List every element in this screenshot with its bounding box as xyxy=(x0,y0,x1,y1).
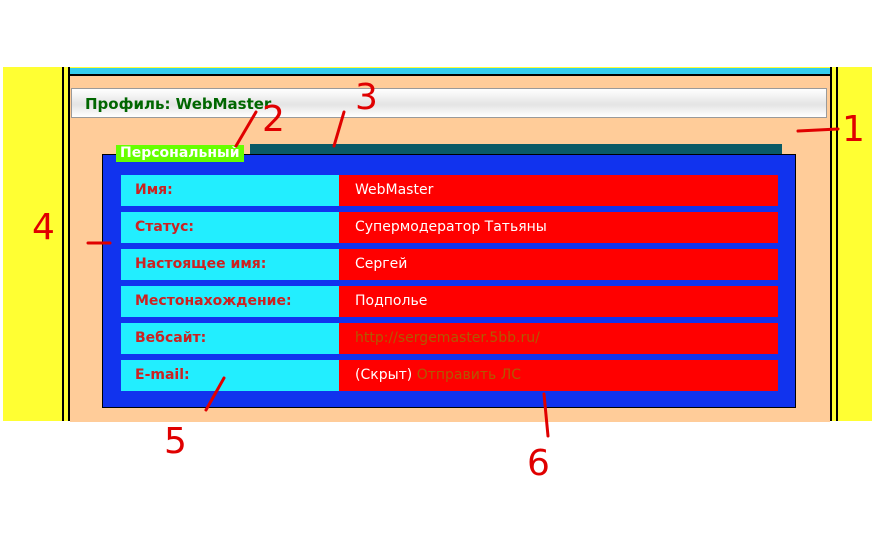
row-label-email: E-mail: xyxy=(121,360,339,391)
annotation-number-4: 4 xyxy=(32,207,55,248)
row-label-name: Имя: xyxy=(121,175,339,206)
row-label-real-name: Настоящее имя: xyxy=(121,249,339,280)
table-row: Вебсайт: http://sergemaster.5bb.ru/ xyxy=(121,323,778,354)
top-bar xyxy=(70,68,830,76)
frame-border-left-inner xyxy=(68,67,70,421)
table-row: E-mail: (Скрыт) Отправить ЛС xyxy=(121,360,778,391)
row-value-email: (Скрыт) Отправить ЛС xyxy=(339,360,778,391)
section-tab-personal: Персональный xyxy=(116,145,244,162)
annotation-number-2: 2 xyxy=(262,99,285,140)
send-pm-link[interactable]: Отправить ЛС xyxy=(416,367,522,383)
annotation-number-1: 1 xyxy=(842,109,865,150)
row-value-status: Супермодератор Татьяны xyxy=(339,212,778,243)
table-row: Настоящее имя: Сергей xyxy=(121,249,778,280)
table-row: Статус: Супермодератор Татьяны xyxy=(121,212,778,243)
page-title: Профиль: WebMaster xyxy=(85,95,272,113)
row-label-status: Статус: xyxy=(121,212,339,243)
email-hidden-text: (Скрыт) xyxy=(355,367,413,383)
row-label-website: Вебсайт: xyxy=(121,323,339,354)
row-value-location: Подполье xyxy=(339,286,778,317)
frame-border-left-outer xyxy=(62,67,64,421)
annotation-number-5: 5 xyxy=(164,421,187,462)
table-row: Имя: WebMaster xyxy=(121,175,778,206)
section-header-strip xyxy=(250,144,782,154)
row-value-real-name: Сергей xyxy=(339,249,778,280)
annotation-number-3: 3 xyxy=(355,77,378,118)
frame-border-right-inner xyxy=(830,67,832,421)
annotation-number-6: 6 xyxy=(527,443,550,484)
frame-border-right-outer xyxy=(836,67,838,421)
table-row: Местонахождение: Подполье xyxy=(121,286,778,317)
profile-header: Профиль: WebMaster xyxy=(71,88,827,118)
row-value-website: http://sergemaster.5bb.ru/ xyxy=(339,323,778,354)
row-label-location: Местонахождение: xyxy=(121,286,339,317)
row-value-name: WebMaster xyxy=(339,175,778,206)
website-link[interactable]: http://sergemaster.5bb.ru/ xyxy=(355,330,540,346)
